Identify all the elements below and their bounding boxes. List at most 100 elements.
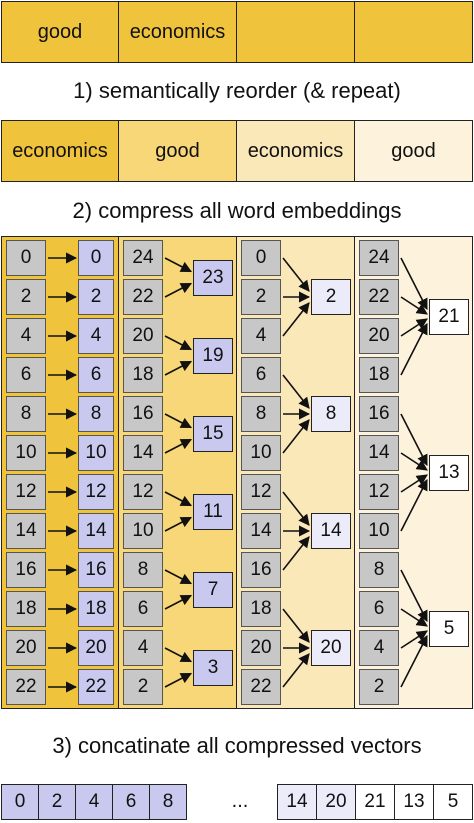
panel-1-input-cell: 16 [6, 552, 46, 588]
panel-2-input-cell: 6 [123, 591, 163, 627]
panel-3-input-cell: 20 [241, 630, 281, 666]
arrow [400, 479, 428, 532]
arrow [282, 653, 310, 688]
panel-2-input-cell: 12 [123, 474, 163, 510]
step-2-heading: 2) compress all word embeddings [72, 198, 402, 223]
panel-3-input-cell: 10 [241, 435, 281, 471]
arrow [282, 419, 310, 454]
panel-2-input-cell: 22 [123, 279, 163, 315]
concat-vector-cell: 21 [355, 784, 395, 820]
panel-4-compressed-cell: 13 [429, 454, 469, 491]
arrow [282, 302, 310, 337]
token-cell [354, 1, 473, 63]
token-cell: good [354, 120, 473, 182]
panel-3-compressed-cell: 20 [311, 630, 351, 666]
panel-1-output-cell: 20 [78, 630, 114, 666]
panel-3-input-cell: 8 [241, 396, 281, 432]
concat-vector-cell: 20 [316, 784, 356, 820]
concat-vector-cell: 2 [38, 784, 76, 820]
panel-3-compressed-cell: 8 [311, 396, 351, 432]
concat-vector-cell: 8 [149, 784, 187, 820]
concat-vector-cell: 0 [1, 784, 39, 820]
ellipsis: ... [231, 789, 249, 812]
panel-4-input-cell: 2 [359, 669, 399, 705]
panel-2-input-cell: 2 [123, 669, 163, 705]
panel-4-input-cell: 8 [359, 552, 399, 588]
arrow [164, 491, 192, 507]
arrow [282, 491, 310, 526]
concat-vector-cell: 6 [112, 784, 150, 820]
panel-2-input-cell: 8 [123, 552, 163, 588]
arrow [164, 360, 192, 376]
panel-1-output-cell: 18 [78, 591, 114, 627]
panel-2-compressed-cell: 19 [193, 337, 233, 374]
token-cell: good [1, 1, 119, 63]
concat-vector-cell: 5 [433, 784, 473, 820]
arrow [164, 569, 192, 585]
panel-2-input-cell: 18 [123, 357, 163, 393]
token-cell: economics [118, 1, 237, 63]
panel-3-input-cell: 22 [241, 669, 281, 705]
arrow [282, 374, 310, 409]
concat-vector-cell: 14 [277, 784, 317, 820]
panel-3-input-cell: 12 [241, 474, 281, 510]
arrow [400, 413, 428, 466]
panel-4-compressed-cell: 5 [429, 610, 469, 647]
panel-1-input-cell: 6 [6, 357, 46, 393]
panel-1-input-cell: 8 [6, 396, 46, 432]
arrow [164, 516, 192, 532]
panel-2-compressed-cell: 3 [193, 649, 233, 686]
panel-1-input-cell: 22 [6, 669, 46, 705]
token-cell [236, 1, 355, 63]
panel-4-input-cell: 16 [359, 396, 399, 432]
arrow [164, 335, 192, 351]
arrow [400, 569, 428, 622]
arrow [164, 438, 192, 454]
panel-1-input-cell: 10 [6, 435, 46, 471]
panel-1-input-cell: 0 [6, 240, 46, 276]
concat-vector-cell: 13 [394, 784, 434, 820]
arrow [400, 474, 428, 493]
arrow [400, 323, 428, 376]
panel-1-output-cell: 0 [78, 240, 114, 276]
panel-2-input-cell: 4 [123, 630, 163, 666]
panel-2-input-cell: 24 [123, 240, 163, 276]
panel-3-input-cell: 18 [241, 591, 281, 627]
panel-2-input-cell: 14 [123, 435, 163, 471]
panel-1-output-cell: 8 [78, 396, 114, 432]
arrow [282, 608, 310, 643]
panel-2-compressed-cell: 15 [193, 415, 233, 452]
panel-4-input-cell: 12 [359, 474, 399, 510]
panel-1-output-cell: 12 [78, 474, 114, 510]
panel-2-input-cell: 16 [123, 396, 163, 432]
panel-1-output-cell: 4 [78, 318, 114, 354]
panel-4-input-cell: 10 [359, 513, 399, 549]
arrow [400, 635, 428, 688]
arrow [400, 608, 428, 627]
panel-3-input-cell: 4 [241, 318, 281, 354]
panel-1-output-cell: 2 [78, 279, 114, 315]
panel-1-input-cell: 14 [6, 513, 46, 549]
panel-3-input-cell: 14 [241, 513, 281, 549]
panel-3-input-cell: 6 [241, 357, 281, 393]
panel-2-compressed-cell: 7 [193, 571, 233, 608]
arrow [164, 413, 192, 429]
arrow [164, 647, 192, 663]
arrow [164, 257, 192, 273]
panel-2-compressed-cell: 11 [193, 493, 233, 530]
panel-4-compressed-cell: 21 [429, 298, 469, 335]
panel-3-compressed-cell: 2 [311, 279, 351, 315]
token-cell: economics [236, 120, 355, 182]
arrow [164, 594, 192, 610]
panel-1-output-cell: 6 [78, 357, 114, 393]
panel-2-input-cell: 10 [123, 513, 163, 549]
arrow [164, 282, 192, 298]
arrow [282, 257, 310, 292]
panel-1-input-cell: 2 [6, 279, 46, 315]
panel-1-input-cell: 12 [6, 474, 46, 510]
arrow [400, 452, 428, 471]
panel-1-input-cell: 18 [6, 591, 46, 627]
panel-4-input-cell: 22 [359, 279, 399, 315]
panel-4-input-cell: 18 [359, 357, 399, 393]
